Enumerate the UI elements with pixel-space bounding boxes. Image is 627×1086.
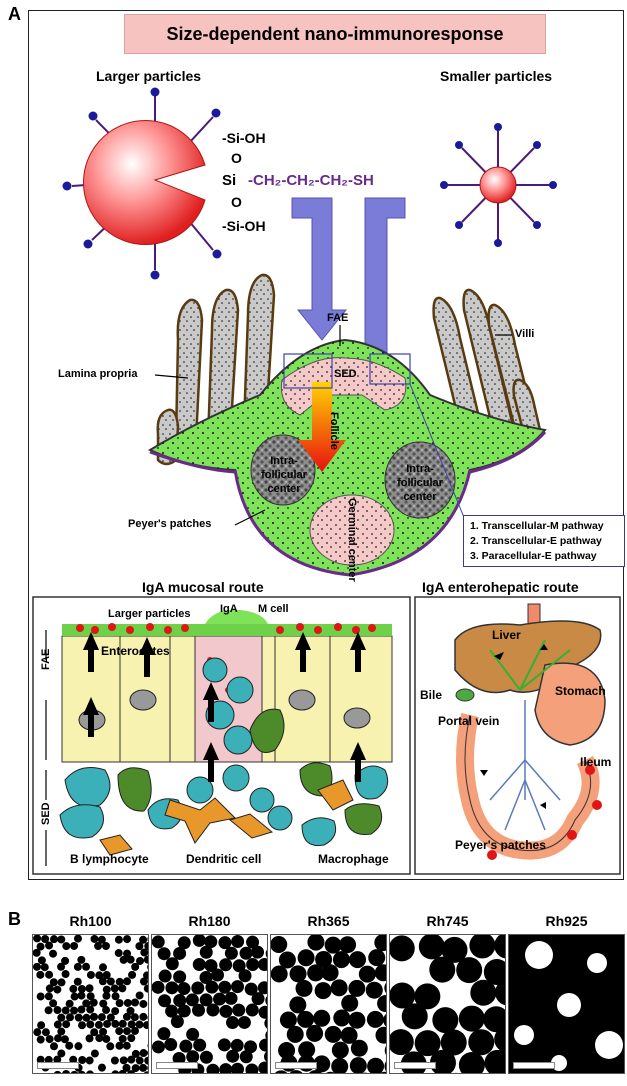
mucosal-fae-label: FAE [40, 649, 52, 670]
macrophage-label: Macrophage [318, 852, 389, 866]
tile-label-rh745: Rh745 [389, 913, 506, 929]
micrograph-rh100 [32, 934, 149, 1074]
intra-follicular-left-label: Intra-follicular center [256, 454, 312, 496]
micrograph-rh180 [151, 934, 268, 1074]
follicle-label: Follicle [328, 412, 340, 450]
large-particle [63, 88, 222, 280]
germinal-center-label: Germinal center [346, 498, 358, 578]
enterocytes-label: Enterocytes [101, 644, 170, 658]
mucosal-route-heading: IgA mucosal route [142, 579, 264, 595]
ileum-label: Ileum [580, 755, 611, 769]
tile-label-rh925: Rh925 [508, 913, 625, 929]
pathway-2: 2. Transcellular-E pathway [470, 534, 618, 549]
bile-label: Bile [420, 688, 442, 702]
m-cell-label: M cell [258, 603, 289, 615]
micrograph-rh925 [508, 934, 625, 1074]
stomach-label: Stomach [555, 684, 606, 698]
b-lymphocyte-label: B lymphocyte [70, 852, 149, 866]
panel-b-label: B [8, 909, 21, 930]
enterohepatic-route-heading: IgA enterohepatic route [422, 579, 579, 595]
chem-o-bottom: O [231, 194, 242, 210]
chem-o-top: O [231, 150, 242, 166]
chem-chain: -CH₂-CH₂-CH₂-SH [248, 172, 374, 189]
lamina-propria-label: Lamina propria [58, 368, 137, 380]
pathway-1: 1. Transcellular-M pathway [470, 519, 618, 534]
villi-label: Villi [515, 328, 534, 340]
mechanism-diagram [0, 0, 627, 880]
iga-label: IgA [220, 603, 238, 615]
peyers-patches-label: Peyer's patches [128, 518, 211, 530]
dendritic-cell-label: Dendritic cell [186, 852, 261, 866]
small-particle [440, 123, 557, 247]
micrograph-rh365 [270, 934, 387, 1074]
chem-si-mid: Si [222, 172, 236, 189]
sed-label: SED [334, 368, 357, 380]
liver-label: Liver [492, 628, 521, 642]
fae-label: FAE [327, 312, 348, 324]
mucosal-larger-particles: Larger particles [108, 608, 191, 620]
pathway-legend: 1. Transcellular-M pathway 2. Transcellu… [463, 515, 625, 567]
intra-follicular-right-label: Intra-follicular center [390, 462, 450, 504]
chem-siloh-top: -Si-OH [222, 130, 266, 146]
tile-label-rh100: Rh100 [32, 913, 149, 929]
tile-label-rh180: Rh180 [151, 913, 268, 929]
chem-siloh-bottom: -Si-OH [222, 218, 266, 234]
pathway-3: 3. Paracellular-E pathway [470, 549, 618, 564]
tile-label-rh365: Rh365 [270, 913, 387, 929]
portal-vein-label: Portal vein [438, 714, 499, 728]
micrograph-rh745 [389, 934, 506, 1074]
mucosal-sed-label: SED [40, 802, 52, 825]
enterohepatic-peyers-label: Peyer's patches [455, 838, 546, 852]
